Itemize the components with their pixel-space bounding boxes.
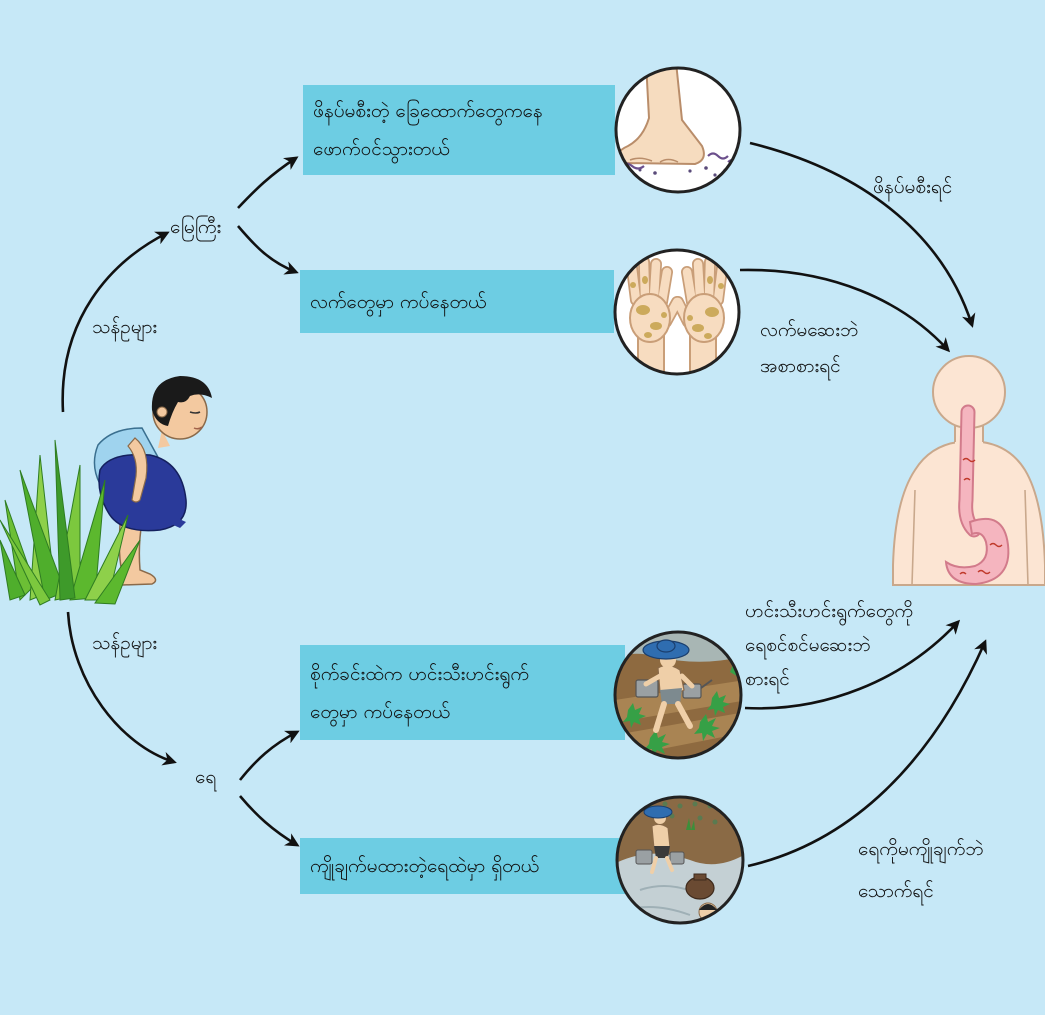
unboiled-water-icon (612, 792, 752, 932)
arrow-water-to-drink (240, 796, 297, 845)
arrow-water-to-vegetables (240, 732, 297, 780)
arrow-soil-to-hands (238, 226, 296, 272)
farmer-field-icon (610, 628, 750, 763)
arrow-vegetables-to-body (745, 622, 958, 708)
human-body-stomach-icon (893, 356, 1045, 585)
arrow-barefoot-to-body (750, 143, 972, 325)
bare-foot-icon (616, 62, 740, 192)
arrow-eggs-to-water (68, 612, 174, 762)
arrow-water-drink-to-body (748, 642, 985, 866)
arrow-eggs-to-soil (63, 233, 167, 412)
arrows (63, 143, 985, 866)
arrow-soil-to-barefoot (238, 158, 296, 208)
arrow-hands-to-body (740, 270, 948, 350)
dirty-hands-icon (615, 250, 739, 380)
